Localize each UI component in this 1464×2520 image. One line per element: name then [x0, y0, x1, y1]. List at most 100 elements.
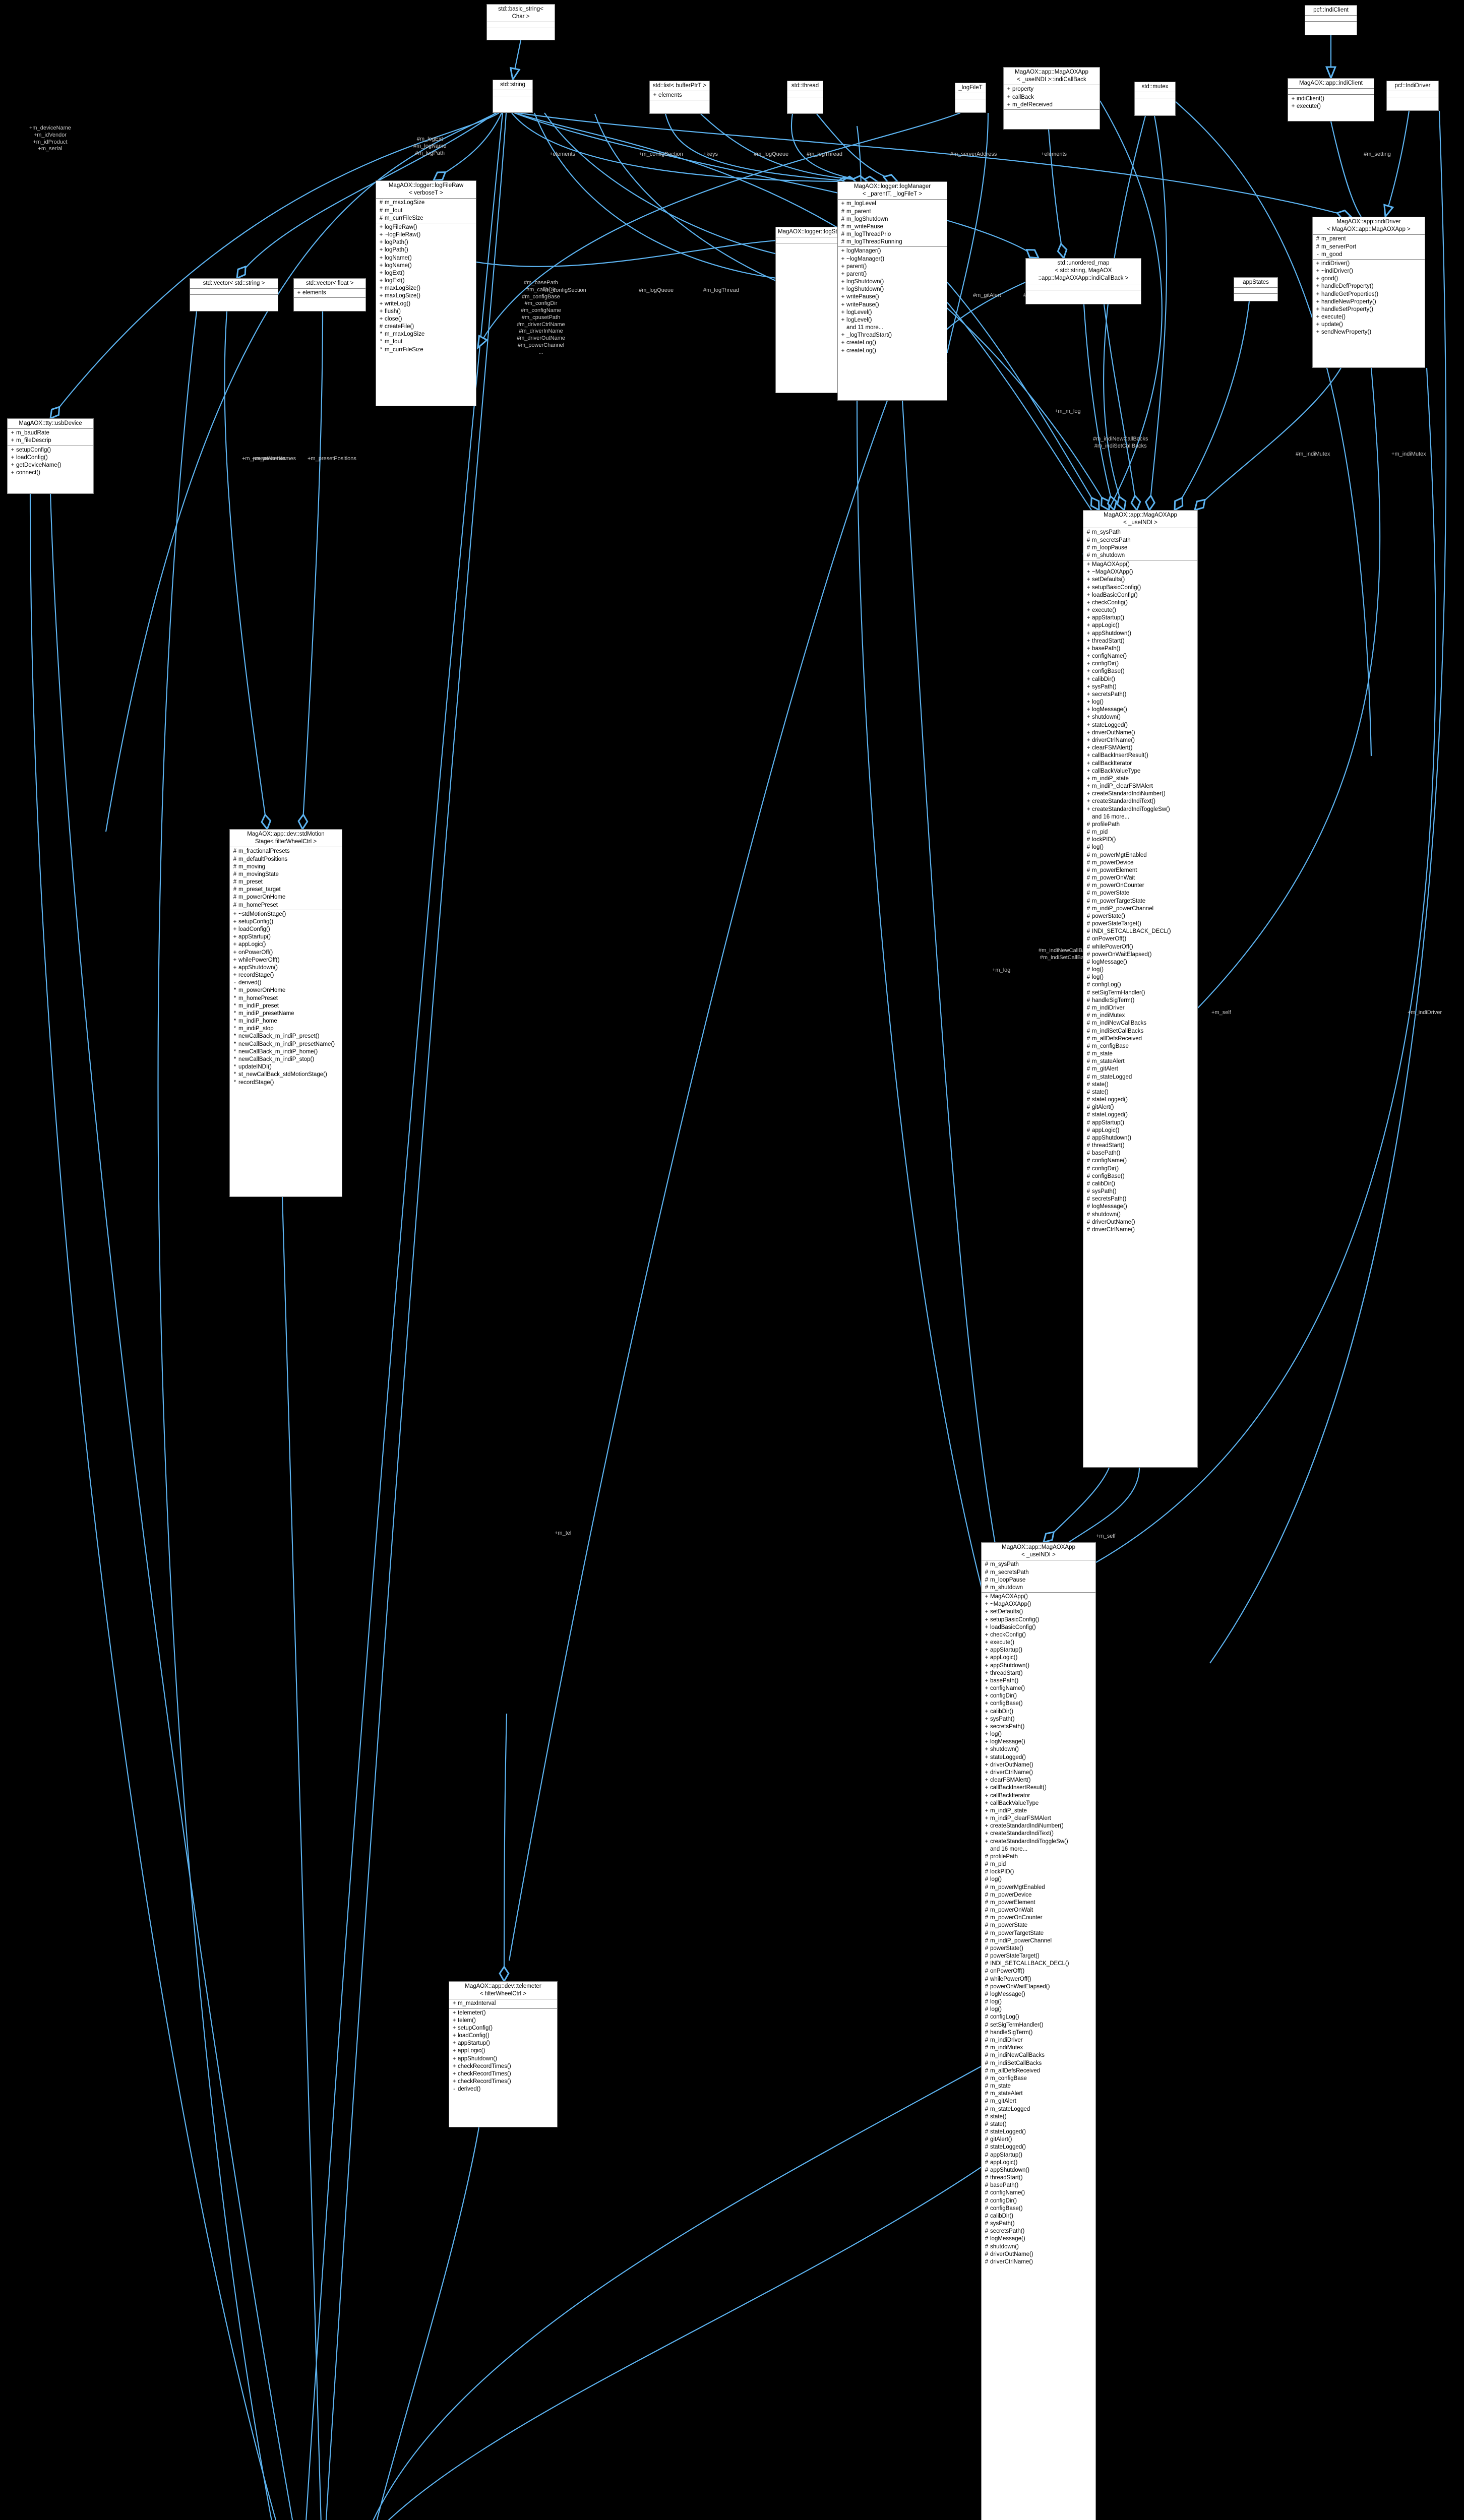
visibility-marker: # [1316, 243, 1320, 250]
ops-row: +handleSetProperty() [1313, 306, 1425, 313]
ops-compartment: +logFileRaw()+~logFileRaw()+logPath()+lo… [376, 223, 476, 354]
class-box-pcf_indidriver[interactable]: pcf::IndiDriver [1386, 81, 1439, 111]
ops-row: +loadConfig() [8, 454, 93, 462]
ops-label: m_allDefsReceived [1092, 1035, 1142, 1042]
visibility-marker: + [841, 317, 845, 323]
visibility-marker: + [1086, 691, 1090, 698]
ops-label: configName() [1092, 653, 1127, 660]
visibility-marker: + [11, 430, 15, 436]
visibility-marker: + [985, 1777, 989, 1784]
attrs-row: #m_movingState [230, 871, 342, 878]
class-box-stdmotionstage[interactable]: MagAOX::app::dev::stdMotion Stage< filte… [229, 829, 342, 1197]
visibility-marker: + [1086, 783, 1090, 790]
ops-row: +log() [1083, 699, 1197, 706]
class-box-magaoxapp_useindi[interactable]: MagAOX::app::MagAOXApp < _useINDI >#m_sy… [1083, 510, 1198, 1468]
visibility-marker: # [1086, 1081, 1090, 1088]
ops-row: +~logManager() [838, 256, 947, 263]
visibility-marker: # [1086, 1051, 1090, 1057]
visibility-marker: # [985, 2228, 989, 2235]
ops-label: telemeter() [458, 2009, 486, 2016]
ops-row: #configName() [1083, 1157, 1197, 1165]
visibility-marker: + [841, 248, 845, 255]
ops-label: getDeviceName() [16, 462, 62, 468]
ops-label: m_gitAlert [990, 2098, 1016, 2105]
ops-label: execute() [990, 1640, 1014, 1646]
class-box-indicallback[interactable]: MagAOX::app::MagAOXApp < _useINDI >::ind… [1003, 67, 1100, 130]
ops-row: +logMessage() [1083, 706, 1197, 714]
visibility-marker: # [985, 1869, 989, 1875]
attrs-row: #m_homePreset [230, 902, 342, 909]
class-box-usbdevice[interactable]: MagAOX::tty::usbDevice+m_baudRate+m_file… [7, 418, 94, 494]
ops-label: checkConfig() [990, 1631, 1026, 1638]
ops-label: createStandardIndiNumber() [1092, 791, 1166, 797]
visibility-marker: # [985, 2106, 989, 2112]
visibility-marker: # [985, 1930, 989, 1936]
class-box-telemeter[interactable]: MagAOX::app::dev::telemeter < filterWhee… [449, 1981, 558, 2127]
ops-row: #stateLogged() [1083, 1111, 1197, 1119]
ops-compartment [955, 99, 986, 105]
class-box-logmanager[interactable]: MagAOX::logger::logManager < _parentT, _… [837, 181, 947, 401]
class-box-vec_float[interactable]: std::vector< float >+elements [293, 278, 366, 311]
ops-label: m_maxLogSize [385, 331, 425, 338]
ops-compartment [493, 96, 532, 102]
visibility-marker: + [841, 309, 845, 316]
class-box-indidriver[interactable]: MagAOX::app::indiDriver < MagAOX::app::M… [1312, 217, 1425, 368]
ops-row: +execute() [982, 1639, 1095, 1647]
class-box-appstates[interactable]: appStates [1234, 277, 1278, 301]
class-box-logstdformat[interactable]: MagAOX::logger::logStdFormat [775, 227, 859, 393]
ops-label: configName() [990, 2190, 1025, 2196]
ops-label: logPath() [385, 247, 408, 254]
ops-label: handleSigTerm() [1092, 997, 1135, 1003]
ops-label: m_indiP_preset [238, 1002, 279, 1009]
class-name: std::vector< std::string > [190, 279, 278, 289]
visibility-marker: - [453, 2086, 455, 2093]
ops-label: createLog() [846, 347, 876, 354]
ops-row: #m_state [1083, 1050, 1197, 1058]
class-box-app_indiclient[interactable]: MagAOX::app::indiClient+indiClient()+exe… [1288, 78, 1374, 121]
attrs-row: #m_logThreadPrio [838, 231, 947, 238]
ops-label: m_powerDevice [990, 1892, 1032, 1898]
ops-row: #m_powerDevice [982, 1892, 1095, 1899]
attrs-label: m_defReceived [1012, 101, 1053, 108]
visibility-marker: # [985, 1584, 989, 1591]
ops-label: callBackValueType [990, 1800, 1039, 1806]
ops-label: handleSigTerm() [990, 2029, 1033, 2036]
visibility-marker: + [841, 263, 845, 270]
edges-group [29, 35, 1447, 2520]
class-box-magaoxapp_filter[interactable]: MagAOX::app::MagAOXApp < _useINDI >#m_sy… [981, 1542, 1096, 2520]
ops-label: whilePowerOff() [990, 1976, 1031, 1982]
visibility-marker: # [1086, 1097, 1090, 1103]
class-box-pcf_indiclient[interactable]: pcf::IndiClient [1305, 5, 1357, 35]
edge-label: #m_logQueue [639, 287, 674, 293]
class-box-logfilet[interactable]: _logFileT [955, 83, 986, 113]
class-box-vec_string[interactable]: std::vector< std::string > [190, 278, 278, 311]
visibility-marker: + [452, 2009, 456, 2016]
visibility-marker: + [1086, 760, 1090, 767]
ops-label: basePath() [1092, 1150, 1121, 1157]
ops-label: threadStart() [1092, 638, 1125, 644]
class-box-std_thread[interactable]: std::thread [787, 81, 823, 114]
ops-label: sysPath() [1092, 1188, 1117, 1195]
ops-compartment: +setupConfig()+loadConfig()+getDeviceNam… [8, 446, 93, 478]
ops-label: createFile() [385, 324, 414, 330]
ops-label: onPowerOff() [1092, 936, 1127, 942]
ops-row: +shutdown() [982, 1746, 1095, 1753]
class-box-logfileraw[interactable]: MagAOX::logger::logFileRaw < verboseT >#… [376, 180, 476, 406]
ops-label: m_indiMutex [1092, 1013, 1125, 1019]
ops-label: recordStage() [238, 1079, 274, 1086]
ops-label: setSigTermHandler() [1092, 989, 1145, 996]
ops-row: +appShutdown() [982, 1662, 1095, 1670]
class-box-basic_string[interactable]: std::basic_string< Char > [486, 4, 555, 40]
ops-label: onPowerOff() [990, 1968, 1025, 1975]
attrs-compartment: +elements [294, 289, 365, 298]
class-box-std_mutex[interactable]: std::mutex [1134, 82, 1176, 116]
class-box-list_bufferptr[interactable]: std::list< bufferPtrT >+elements [649, 81, 710, 114]
ops-row: *updateINDI() [230, 1063, 342, 1071]
ops-label: createStandardIndiToggleSw() [990, 1838, 1068, 1845]
class-box-unordered_map[interactable]: std::unordered_map < std::string, MagAOX… [1025, 258, 1141, 304]
attrs-row: #m_secretsPath [982, 1569, 1095, 1577]
class-box-std_string[interactable]: std::string [493, 80, 533, 113]
class-name: MagAOX::app::MagAOXApp < _useINDI > [1083, 511, 1197, 529]
attrs-label: m_movingState [238, 871, 279, 877]
visibility-marker: + [452, 2017, 456, 2024]
